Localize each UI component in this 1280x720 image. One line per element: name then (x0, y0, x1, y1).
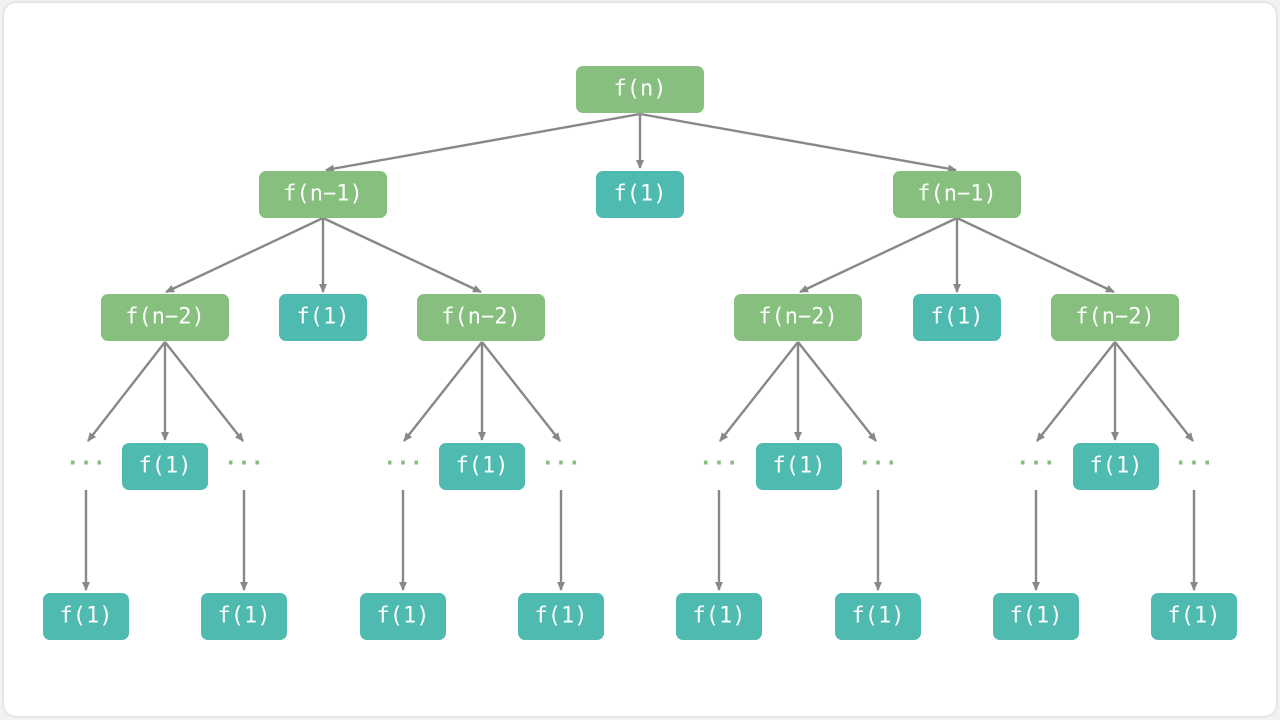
ellipsis: ··· (1016, 452, 1056, 477)
edge (799, 216, 958, 294)
node-label: f(1) (852, 604, 905, 629)
ellipsis-label: ··· (1016, 452, 1056, 477)
node-base-case: f(1) (201, 593, 287, 640)
node-label: f(1) (60, 604, 113, 629)
edge (797, 341, 877, 442)
ellipsis: ··· (66, 452, 106, 477)
edge (403, 341, 483, 442)
node-n-minus-1-right: f(n−1) (893, 171, 1021, 218)
node-label: f(n−1) (917, 182, 996, 207)
node-base-case: f(1) (1151, 593, 1237, 640)
node-base-case: f(1) (993, 593, 1079, 640)
node-label: f(1) (297, 305, 350, 330)
node-base-case: f(1) (43, 593, 129, 640)
node-label: f(1) (218, 604, 271, 629)
ellipsis-label: ··· (1174, 452, 1214, 477)
edges (82, 112, 1198, 591)
node-label: f(1) (693, 604, 746, 629)
node-label: f(n−1) (283, 182, 362, 207)
node-label: f(1) (377, 604, 430, 629)
node-n-minus-2: f(n−2) (417, 294, 545, 341)
ellipsis: ··· (858, 452, 898, 477)
edge (164, 341, 244, 442)
edge (1114, 341, 1194, 442)
node-label: f(1) (1168, 604, 1221, 629)
node-base-case: f(1) (518, 593, 604, 640)
edge (87, 341, 166, 442)
node-label: f(1) (139, 454, 192, 479)
edge (322, 216, 482, 294)
node-label: f(n−2) (1075, 305, 1154, 330)
node-base-case: f(1) (835, 593, 921, 640)
node-root: f(n) (576, 66, 704, 113)
node-base-case: f(1) (756, 443, 842, 490)
edge (1036, 341, 1116, 442)
node-label: f(1) (456, 454, 509, 479)
node-n-minus-2: f(n−2) (734, 294, 862, 341)
node-base-case: f(1) (279, 294, 367, 341)
node-base-case: f(1) (122, 443, 208, 490)
node-base-case: f(1) (1073, 443, 1159, 490)
node-label: f(1) (931, 305, 984, 330)
node-label: f(n−2) (758, 305, 837, 330)
edge (481, 341, 561, 442)
ellipsis-label: ··· (858, 452, 898, 477)
ellipsis-label: ··· (541, 452, 581, 477)
ellipsis-label: ··· (66, 452, 106, 477)
node-label: f(n−2) (441, 305, 520, 330)
edge (165, 216, 324, 294)
node-label: f(1) (1010, 604, 1063, 629)
edge (719, 341, 799, 442)
node-label: f(1) (773, 454, 826, 479)
node-n-minus-2: f(n−2) (1051, 294, 1179, 341)
edge (325, 112, 641, 173)
ellipsis: ··· (1174, 452, 1214, 477)
ellipsis: ··· (383, 452, 423, 477)
node-label: f(n) (614, 77, 667, 102)
node-base-case: f(1) (596, 171, 684, 218)
node-base-case: f(1) (676, 593, 762, 640)
node-base-case: f(1) (439, 443, 525, 490)
ellipsis: ··· (224, 452, 264, 477)
node-label: f(1) (535, 604, 588, 629)
ellipsis: ··· (699, 452, 739, 477)
node-base-case: f(1) (360, 593, 446, 640)
ellipsis-label: ··· (699, 452, 739, 477)
ellipsis: ··· (541, 452, 581, 477)
ellipsis-label: ··· (224, 452, 264, 477)
node-label: f(1) (1090, 454, 1143, 479)
edge (956, 216, 1115, 294)
node-n-minus-1-left: f(n−1) (259, 171, 387, 218)
node-n-minus-2: f(n−2) (101, 294, 229, 341)
node-label: f(1) (614, 182, 667, 207)
ellipsis-label: ··· (383, 452, 423, 477)
node-base-case: f(1) (913, 294, 1001, 341)
edge (639, 112, 957, 173)
node-label: f(n−2) (125, 305, 204, 330)
